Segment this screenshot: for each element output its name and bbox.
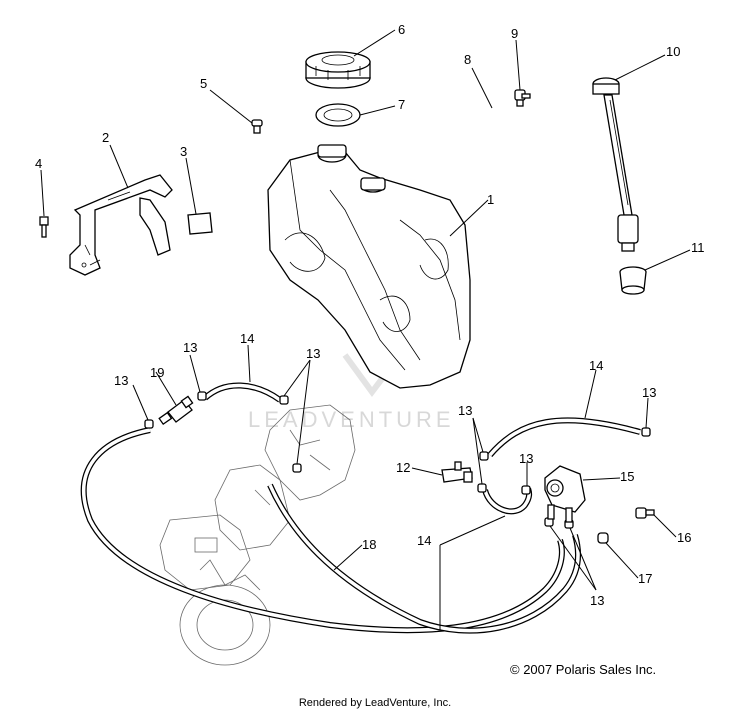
callout-13: 13 bbox=[114, 373, 128, 388]
callout-9: 9 bbox=[511, 26, 518, 41]
copyright-text: © 2007 Polaris Sales Inc. bbox=[510, 662, 657, 677]
bolt-16 bbox=[635, 507, 655, 519]
callout-10: 10 bbox=[666, 44, 680, 59]
callout-7: 7 bbox=[398, 97, 405, 112]
callout-17: 17 bbox=[638, 571, 652, 586]
callout-19: 19 bbox=[150, 365, 164, 380]
callout-13: 13 bbox=[183, 340, 197, 355]
callout-13: 13 bbox=[519, 451, 533, 466]
hose-clamps bbox=[144, 391, 651, 529]
fuel-hose-14 bbox=[202, 382, 641, 515]
fuel-hose-18 bbox=[80, 427, 565, 634]
grommet bbox=[619, 266, 647, 295]
fuel-pump bbox=[544, 465, 586, 523]
inline-filter bbox=[158, 395, 194, 426]
callout-13: 13 bbox=[306, 346, 320, 361]
fuel-sender bbox=[592, 77, 639, 252]
callout-13: 13 bbox=[458, 403, 472, 418]
pad bbox=[187, 212, 213, 235]
leader-lines bbox=[40, 29, 691, 630]
callout-18: 18 bbox=[362, 537, 376, 552]
callout-4: 4 bbox=[35, 156, 42, 171]
callout-8: 8 bbox=[464, 52, 471, 67]
callout-12: 12 bbox=[396, 460, 410, 475]
callout-15: 15 bbox=[620, 469, 634, 484]
tee-fitting bbox=[441, 461, 473, 483]
callout-1: 1 bbox=[487, 192, 494, 207]
callout-14: 14 bbox=[240, 331, 254, 346]
callout-16: 16 bbox=[677, 530, 691, 545]
screw-5 bbox=[251, 119, 263, 134]
callout-6: 6 bbox=[398, 22, 405, 37]
callout-labels: 1 2 3 4 5 6 7 8 9 10 11 12 13 13 13 13 1… bbox=[35, 22, 705, 608]
fuel-tank bbox=[267, 144, 471, 389]
callout-14: 14 bbox=[589, 358, 603, 373]
callout-13: 13 bbox=[590, 593, 604, 608]
callout-13: 13 bbox=[642, 385, 656, 400]
rendered-by-text: Rendered by LeadVenture, Inc. bbox=[298, 697, 452, 709]
tank-bracket bbox=[69, 174, 173, 276]
callout-2: 2 bbox=[102, 130, 109, 145]
fitting-9 bbox=[514, 89, 531, 107]
callout-14: 14 bbox=[417, 533, 431, 548]
bolt-4 bbox=[39, 216, 49, 238]
gasket bbox=[315, 103, 361, 127]
callout-5: 5 bbox=[200, 76, 207, 91]
callout-3: 3 bbox=[180, 144, 187, 159]
nut-17 bbox=[597, 532, 609, 544]
fuel-cap bbox=[305, 51, 371, 89]
callout-11: 11 bbox=[691, 240, 705, 255]
